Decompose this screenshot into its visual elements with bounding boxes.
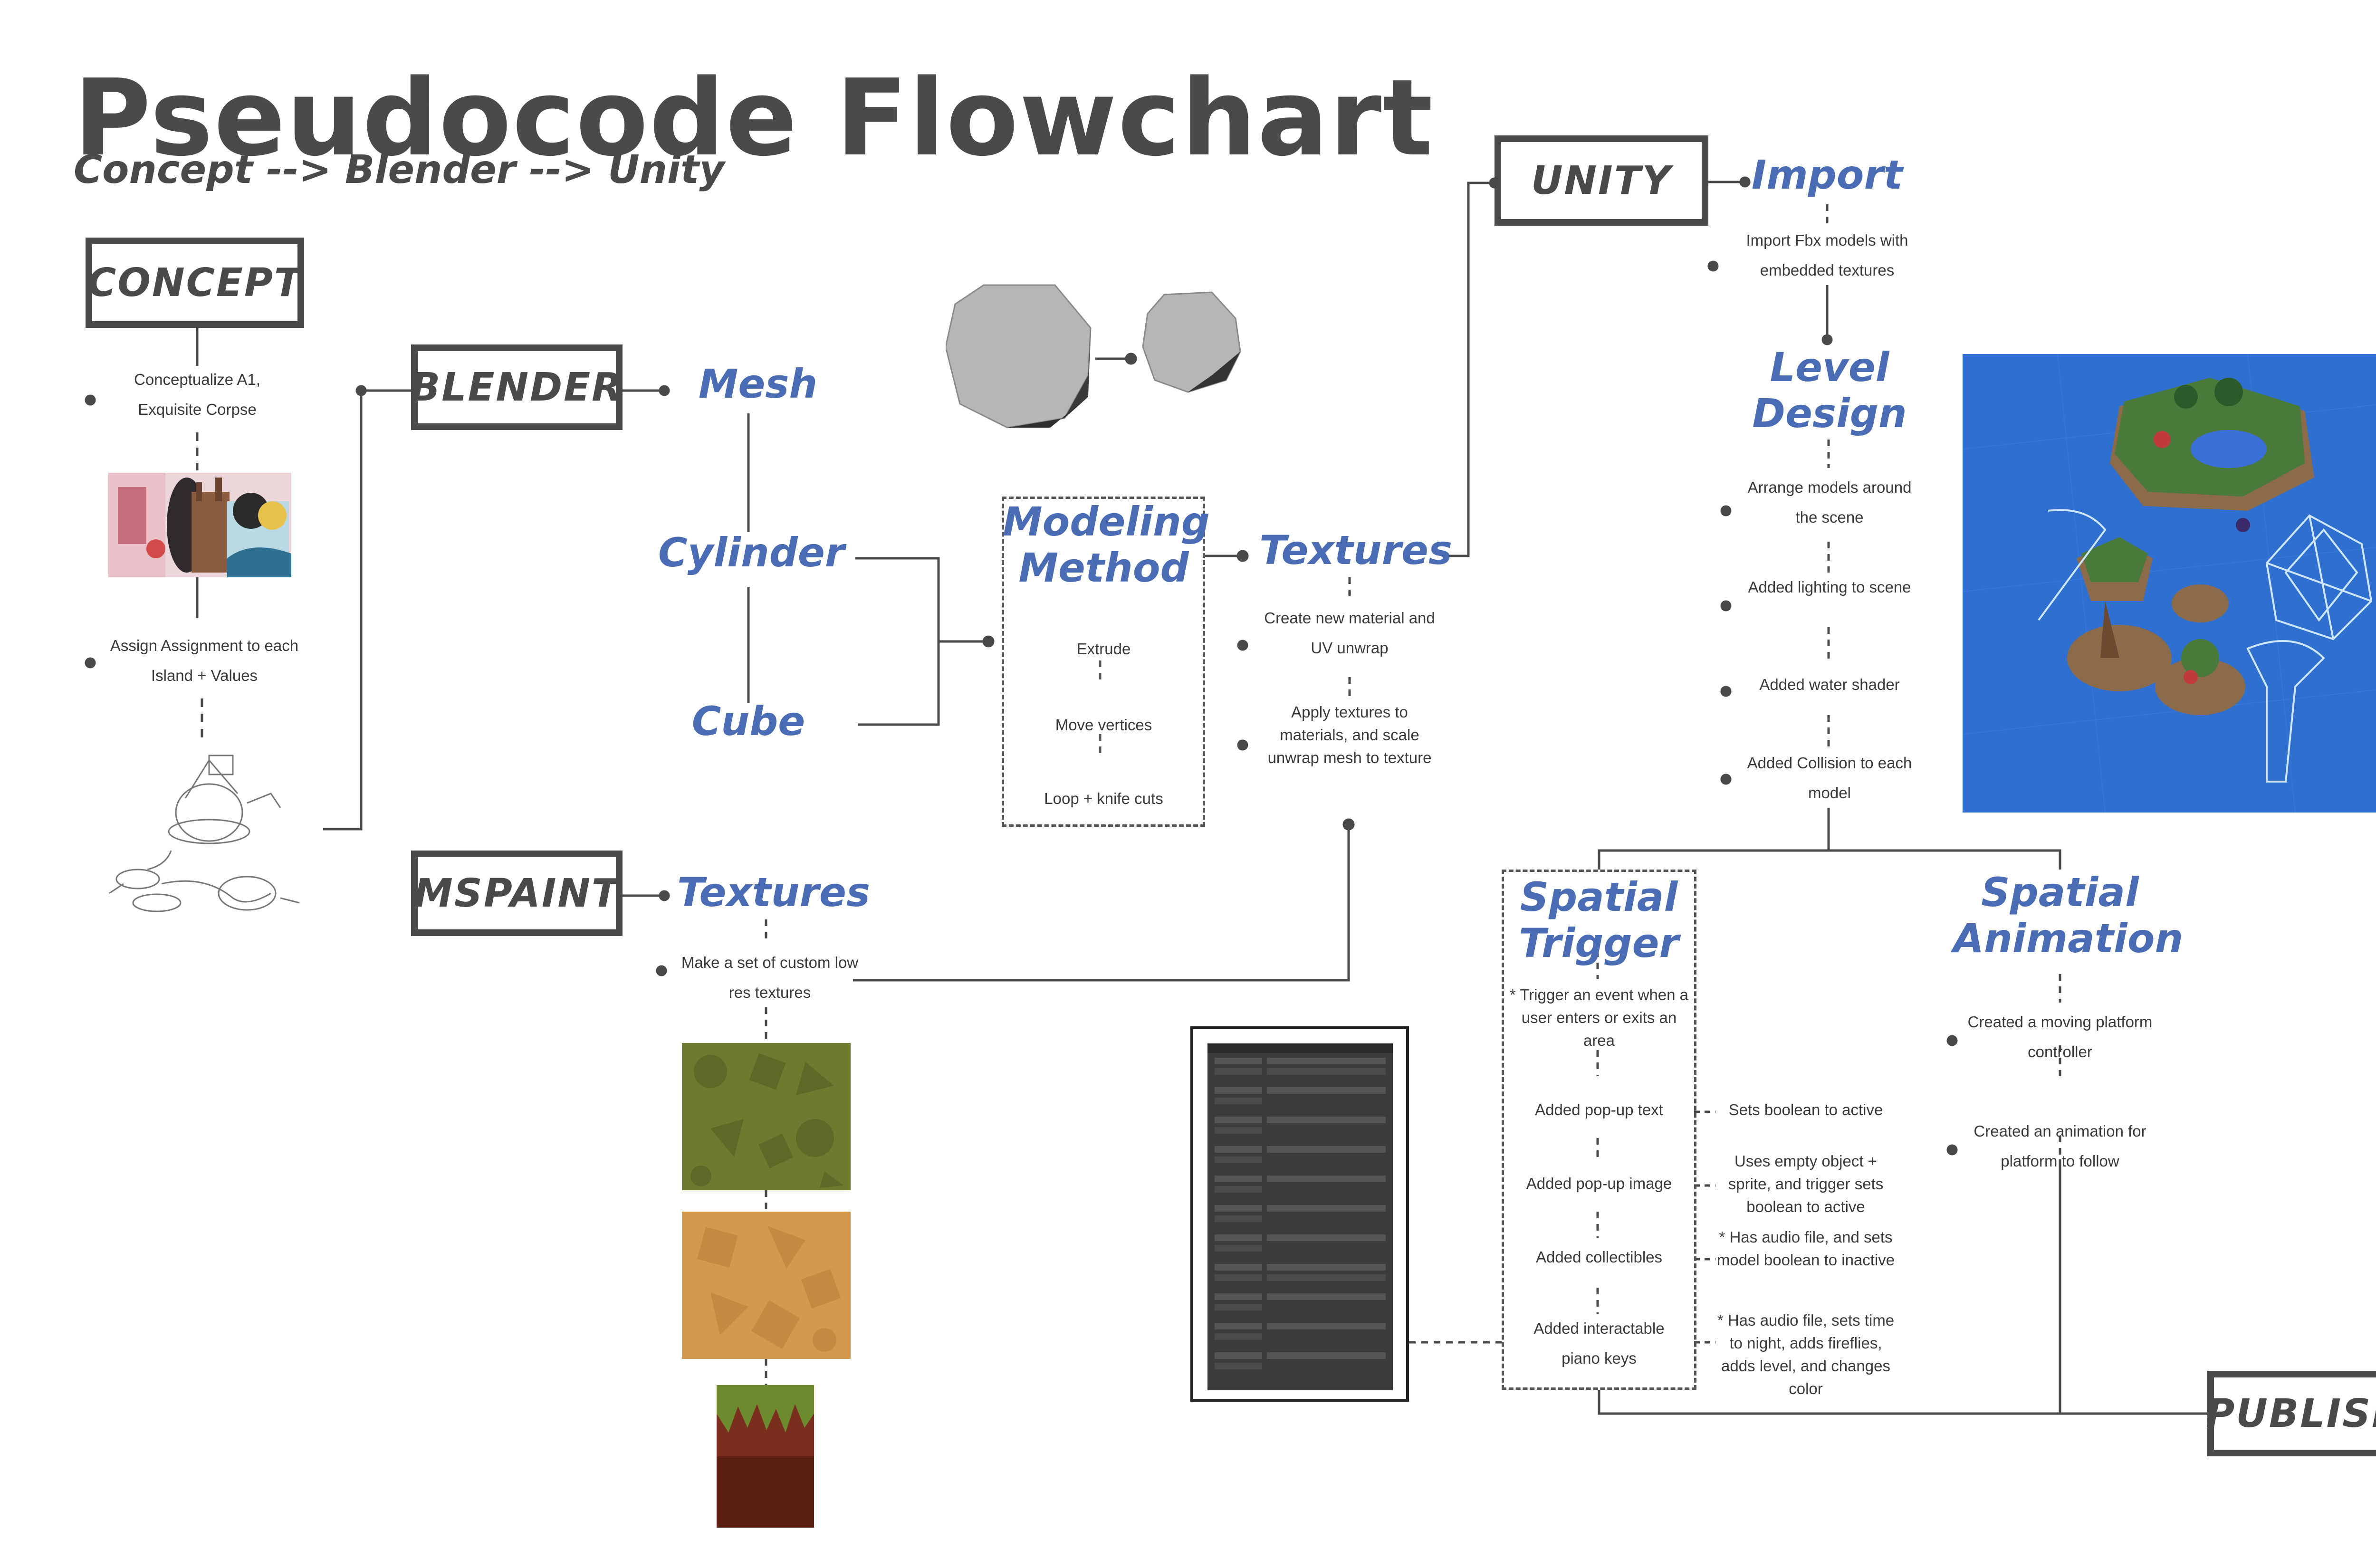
spatial-trigger-label: Spatial Trigger: [1519, 874, 1679, 966]
extrude-step: Extrude: [1076, 640, 1131, 658]
textures-note-1: Create new material and UV unwrap: [1264, 609, 1435, 657]
trigger-result-1: Sets boolean to active: [1728, 1101, 1883, 1119]
import-label: Import: [1751, 152, 1903, 198]
spatial-animation-label: Spatial Animation: [1953, 869, 2184, 962]
level-design-step-3: Added water shader: [1759, 676, 1900, 693]
level-design-step-1: Arrange models around the scene: [1747, 478, 1912, 526]
unity-label: UNITY: [1531, 158, 1672, 203]
mesh-label: Mesh: [698, 361, 818, 407]
mspaint-label: MSPAINT: [414, 870, 620, 916]
mspaint-textures-label: Textures: [677, 869, 870, 916]
animation-step-1: Created a moving platform controller: [1967, 1013, 2153, 1061]
sand-texture-icon: [682, 1212, 851, 1359]
sand-texture: [682, 1212, 851, 1359]
level-design-label: Level Design: [1752, 344, 1907, 437]
trigger-popup-image: Added pop-up image: [1526, 1175, 1672, 1192]
textures-note-2: Apply textures to materials, and scale u…: [1267, 703, 1432, 766]
level-design-step-2: Added lighting to scene: [1748, 578, 1911, 596]
level-design-step-4: Added Collision to each model: [1747, 754, 1912, 802]
trigger-result-3: * Has audio file, and sets model boolean…: [1716, 1228, 1895, 1269]
island-scene-icon: [1963, 354, 2376, 813]
unity-events-panel-icon: [1207, 1043, 1393, 1390]
collage-icon: [108, 473, 291, 577]
page-subtitle: Concept --> Blender --> Unity: [74, 147, 725, 192]
publish-box: PUBLISH: [2206, 1371, 2376, 1456]
trigger-popup-text: Added pop-up text: [1535, 1101, 1663, 1119]
concept-note-2: Assign Assignment to each Island + Value…: [110, 637, 299, 684]
concept-label: CONCEPT: [87, 260, 302, 306]
island-scene-render: [1963, 354, 2376, 813]
trigger-result-4: * Has audio file, sets time to night, ad…: [1717, 1311, 1895, 1397]
page-title: Pseudocode Flowchart: [74, 57, 1434, 180]
spatial-trigger-group: [1502, 870, 1696, 1390]
loop-knife-step: Loop + knife cuts: [1044, 790, 1163, 807]
trigger-piano-keys: Added interactable piano keys: [1533, 1319, 1665, 1367]
concept-note-1: Conceptualize A1, Exquisite Corpse: [134, 371, 260, 418]
mspaint-box: MSPAINT: [411, 851, 623, 936]
modeling-method-group: [1002, 497, 1205, 827]
mspaint-note: Make a set of custom low res textures: [681, 954, 859, 1001]
blender-label: BLENDER: [410, 364, 623, 410]
cylinder-label: Cylinder: [658, 529, 845, 576]
move-vertices-step: Move vertices: [1055, 716, 1152, 734]
exquisite-corpse-collage: [108, 473, 291, 577]
import-note: Import Fbx models with embedded textures: [1746, 231, 1908, 279]
grass-texture: [682, 1043, 851, 1190]
grass-texture-icon: [682, 1043, 851, 1190]
modeling-method-label: Modeling Method: [1003, 498, 1210, 591]
cube-label: Cube: [691, 698, 805, 745]
animation-step-2: Created an animation for platform to fol…: [1974, 1122, 2146, 1170]
concept-box: CONCEPT: [86, 238, 304, 328]
dirt-grass-texture-icon: [717, 1385, 814, 1528]
concept-sketch: [90, 741, 323, 927]
trigger-result-2: Uses empty object + sprite, and trigger …: [1728, 1152, 1884, 1215]
sketch-icon: [109, 755, 300, 912]
modeling-dashes: [1099, 660, 1102, 758]
trigger-collectibles: Added collectibles: [1536, 1248, 1662, 1266]
publish-label: PUBLISH: [2206, 1391, 2376, 1436]
low-poly-rocks: [946, 280, 1255, 437]
low-poly-rock-icon: [946, 284, 1241, 429]
blender-box: BLENDER: [411, 344, 623, 430]
dirt-grass-texture: [717, 1385, 814, 1528]
spatial-trigger-desc: * Trigger an event when a user enters or…: [1509, 986, 1689, 1049]
unity-events-panel: [1190, 1026, 1409, 1402]
unity-box: UNITY: [1495, 135, 1708, 226]
blender-textures-label: Textures: [1259, 527, 1452, 574]
